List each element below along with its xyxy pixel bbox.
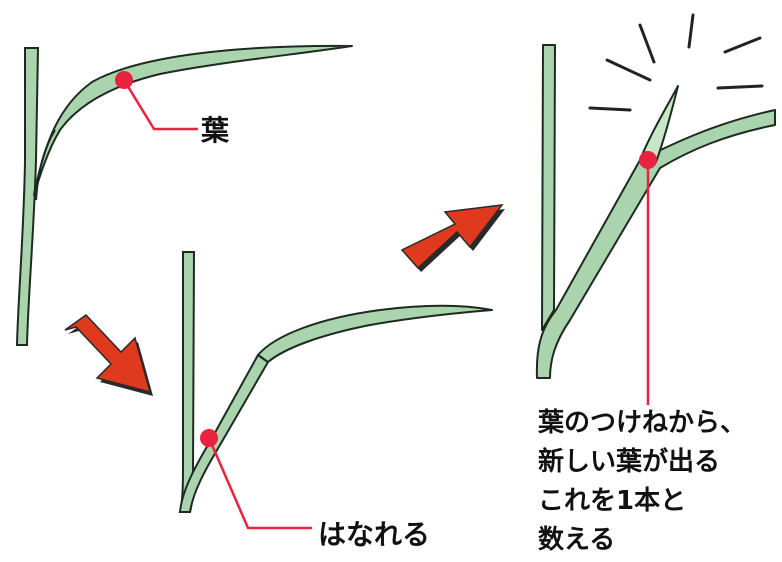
burst-line (588, 106, 632, 112)
arrow-1 (64, 314, 153, 396)
panel-3-leaf (535, 44, 776, 405)
panel-1-sheath (35, 129, 56, 201)
burst-line (605, 58, 652, 82)
note-line-4: 数える (538, 525, 615, 555)
separate-leader-line (207, 437, 312, 530)
note-line-3: これを1本と (538, 486, 686, 516)
arrow-1-body (64, 314, 152, 394)
arrow-2-body (400, 204, 504, 270)
emerge-burst (588, 13, 764, 112)
panel-3-stem (541, 44, 556, 331)
panel-3-new-blade (639, 85, 679, 163)
panel-2-upper-blade (257, 304, 493, 363)
leaf-label: 葉 (200, 114, 230, 147)
note-line-1: 葉のつけねから、 (537, 408, 746, 438)
arrow-2 (400, 204, 505, 272)
burst-line (638, 23, 656, 64)
burst-line (723, 36, 762, 54)
burst-line (716, 84, 764, 90)
panel-2-leaf: はなれる (178, 251, 493, 551)
burst-line (687, 13, 695, 49)
leaf-leader-line (122, 79, 198, 131)
emerge-note: 葉のつけねから、 新しい葉が出る これを1本と 数える (537, 408, 746, 555)
panel-1-blade (33, 44, 353, 196)
separate-label: はなれる (318, 518, 430, 551)
panel-1-leaf: 葉 (15, 44, 353, 346)
panel-1-stem (15, 47, 40, 346)
note-line-2: 新しい葉が出る (538, 446, 720, 477)
